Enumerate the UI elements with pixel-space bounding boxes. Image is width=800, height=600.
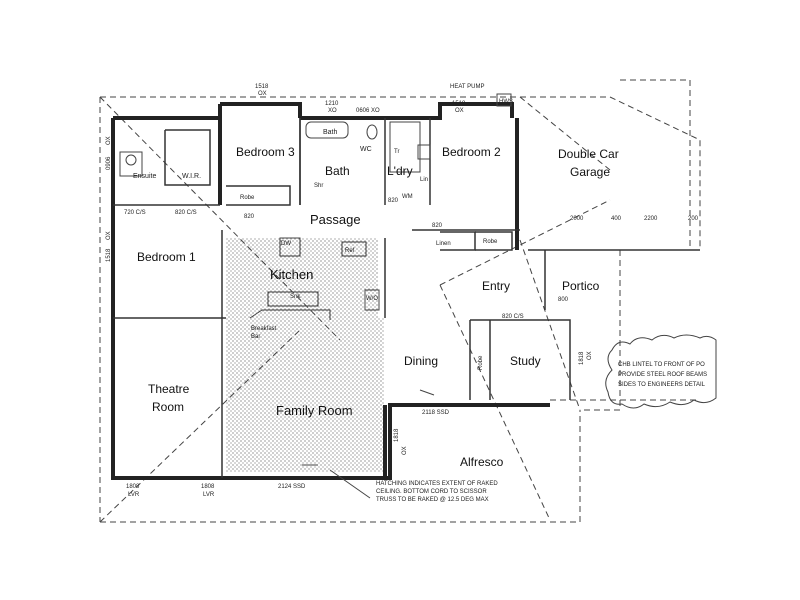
label-breakfast: Breakfast [251, 326, 277, 332]
label-wo: W/O [366, 296, 378, 302]
label-tr: Tr [394, 149, 399, 155]
dim-2124-ssd: 2124 SSD [278, 484, 306, 490]
dim-400: 400 [611, 216, 622, 222]
room-double-car-garage-line1: Double Car [558, 147, 619, 161]
label-dw: DW [281, 241, 291, 247]
room-portico: Portico [562, 279, 600, 293]
room-dining: Dining [404, 354, 438, 368]
room-bath: Bath [325, 164, 350, 178]
note-hatching-line3: TRUSS TO BE RAKED @ 12.5 DEG MAX [376, 497, 489, 503]
room-theatre-line2: Room [152, 400, 184, 414]
dim-0606: 0606 XO [356, 108, 380, 114]
room-wc: WC [360, 146, 372, 153]
dim-820-robe: 820 [244, 214, 255, 220]
note-hatching-line2: CEILING. BOTTOM CORD TO SCISSOR [376, 489, 487, 495]
dim-200: 200 [688, 216, 699, 222]
label-bath-tub: Bath [323, 129, 338, 136]
dim-2200: 2200 [644, 216, 658, 222]
label-robe-study: Robe [478, 355, 484, 370]
room-bedroom-3: Bedroom 3 [236, 145, 295, 159]
label-sink: Snk [290, 294, 301, 300]
room-family: Family Room [276, 403, 353, 418]
dim-lvr-b: LVR [203, 492, 215, 498]
dim-820-cs-study: 820 C/S [502, 314, 524, 320]
walls [111, 102, 700, 480]
raked-ceiling-hatching [226, 238, 384, 472]
dim-ox-left2: OX [106, 231, 112, 240]
dim-2118-ssd: 2118 SSD [422, 410, 450, 416]
label-robe-bed2: Robe [483, 239, 498, 245]
dim-800: 800 [558, 297, 569, 303]
room-alfresco: Alfresco [460, 455, 504, 469]
dim-1210: 1210 [325, 101, 339, 107]
label-ref: Ref [345, 248, 355, 254]
dim-1518-left: 1518 [106, 248, 112, 262]
room-entry: Entry [482, 279, 510, 293]
note-lintel-line2: PROVIDE STEEL ROOF BEAMS [618, 372, 707, 378]
dim-ox-family: OX [402, 446, 408, 455]
note-lintel-line1: CHB LINTEL TO FRONT OF PO [618, 362, 705, 368]
dim-2000: 2000 [570, 216, 584, 222]
dim-1818-study: 1818 [579, 351, 585, 365]
dim-1518-bed2: 1518 [452, 101, 466, 107]
dim-1518-top: 1518 [255, 84, 269, 90]
dim-820-passage: 820 [388, 198, 399, 204]
engineering-note-cloud [605, 334, 717, 409]
label-heat-pump: HEAT PUMP [450, 84, 484, 90]
dim-lvr-a: LVR [128, 492, 140, 498]
dim-720-cs: 720 C/S [124, 210, 146, 216]
dim-1808-b: 1808 [201, 484, 215, 490]
note-lintel-line3: SIDES TO ENGINEERS DETAIL [618, 382, 706, 388]
room-study: Study [510, 354, 541, 368]
room-ensuite: Ensuite [133, 173, 156, 180]
dim-1818-family: 1818 [394, 428, 400, 442]
dim-xo-1210: XO [328, 108, 337, 114]
label-lin: Lin [420, 177, 428, 183]
room-bedroom-2: Bedroom 2 [442, 145, 501, 159]
room-double-car-garage-line2: Garage [570, 165, 610, 179]
label-hws: HWS [499, 99, 513, 105]
label-wm: WM [402, 194, 413, 200]
dim-ox-top: OX [258, 91, 267, 97]
dim-ox-left: OX [106, 136, 112, 145]
label-bar: Bar [251, 334, 260, 340]
label-robe-bed3: Robe [240, 195, 255, 201]
dim-820-cs: 820 C/S [175, 210, 197, 216]
label-linen: Linen [436, 241, 451, 247]
room-bedroom-1: Bedroom 1 [137, 250, 196, 264]
room-kitchen: Kitchen [270, 267, 313, 282]
room-theatre-line1: Theatre [148, 382, 190, 396]
label-shower: Shr [314, 183, 323, 189]
note-hatching-line1: HATCHING INDICATES EXTENT OF RAKED [376, 481, 498, 487]
dim-0906: 0906 [106, 156, 112, 170]
room-laundry: L'dry [387, 164, 413, 178]
dim-ox-bed2: OX [455, 108, 464, 114]
room-wir: W.I.R. [182, 173, 201, 180]
fixtures [119, 93, 512, 466]
dim-ox-study: OX [587, 351, 593, 360]
room-passage: Passage [310, 212, 361, 227]
dim-820-bed2: 820 [432, 223, 443, 229]
dim-1808-a: 1808 [126, 484, 140, 490]
